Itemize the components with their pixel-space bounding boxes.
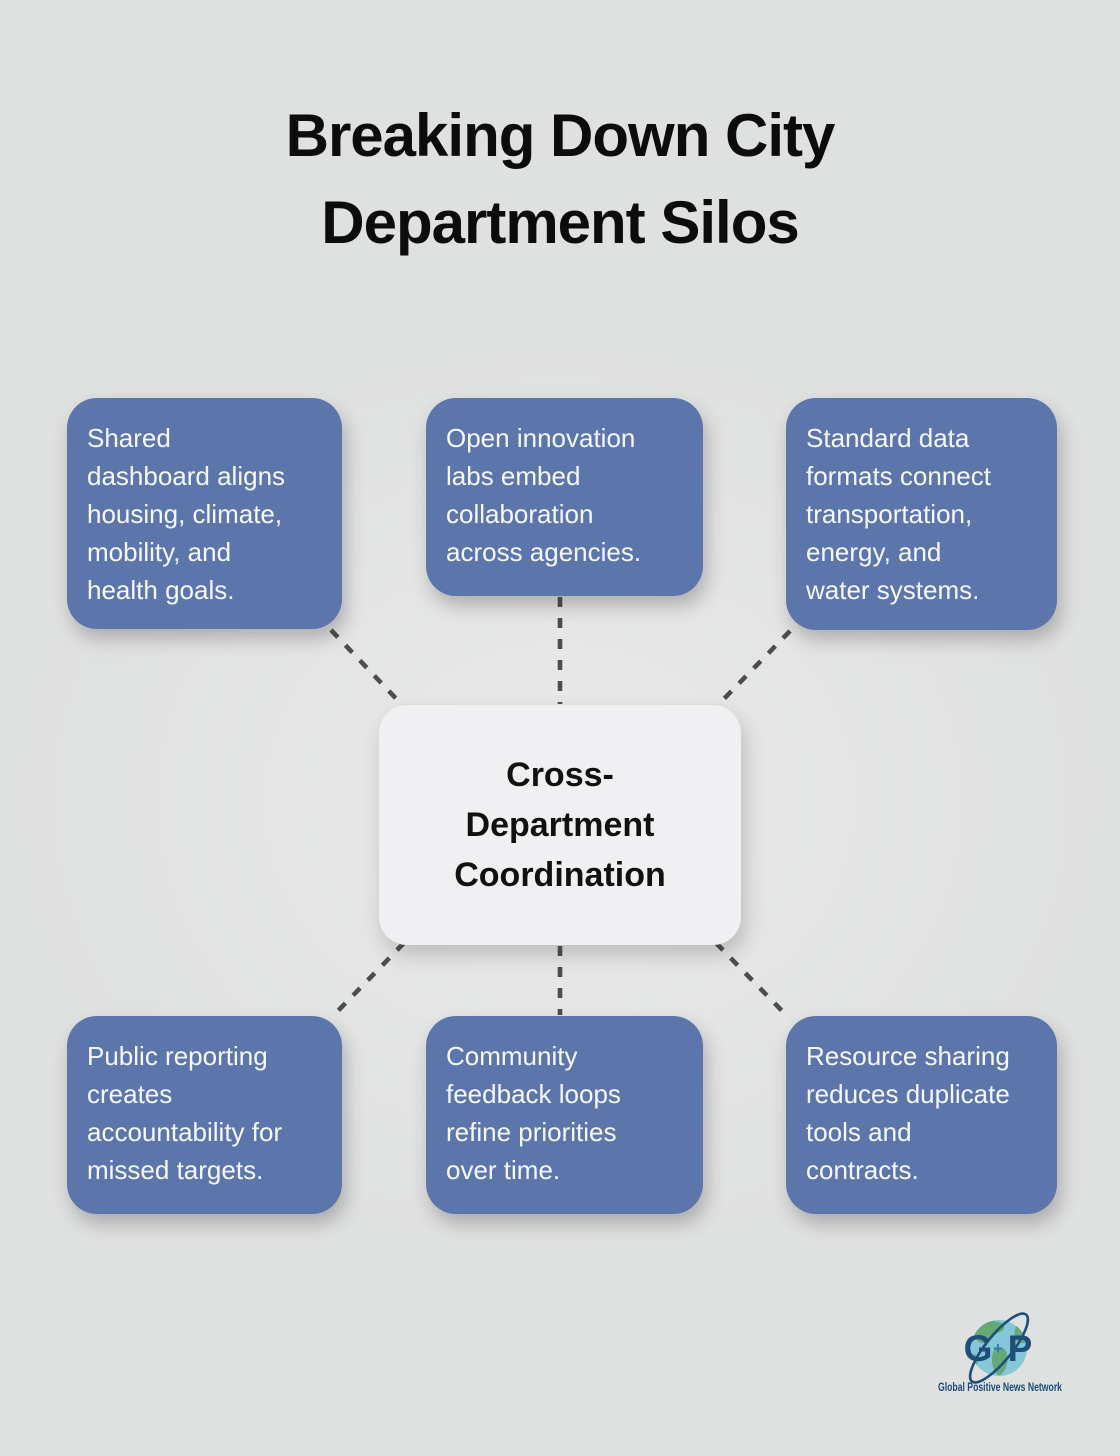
logo-letter-p: P: [1008, 1328, 1033, 1369]
logo-plus-icon: +: [993, 1339, 1003, 1358]
node-standard-data: Standard data formats connect transporta…: [786, 398, 1057, 630]
connector-bottomright-icon: [714, 941, 791, 1020]
node-resource-sharing: Resource sharing reduces duplicate tools…: [786, 1016, 1057, 1214]
page-title: Breaking Down City Department Silos: [285, 102, 836, 256]
central-node-cross-department-coordination: Cross- Department Coordination: [379, 705, 741, 945]
logo-caption: Global Positive News Network: [938, 1382, 1062, 1394]
node-public-reporting: Public reporting creates accountability …: [67, 1016, 342, 1214]
node-community-feedback: Community feedback loops refine prioriti…: [426, 1016, 703, 1214]
globe-icon: [968, 1312, 1030, 1384]
node-innovation-labs: Open innovation labs embed collaboration…: [426, 398, 703, 596]
connector-topleft-icon: [329, 628, 406, 709]
gpnn-logo: G + P Global Positive News Network: [930, 1306, 1070, 1408]
logo-letter-g: G: [964, 1328, 993, 1369]
connector-topright-icon: [714, 629, 792, 709]
node-shared-dashboard: Shared dashboard aligns housing, climate…: [67, 398, 342, 629]
connector-bottomleft-icon: [329, 941, 406, 1020]
